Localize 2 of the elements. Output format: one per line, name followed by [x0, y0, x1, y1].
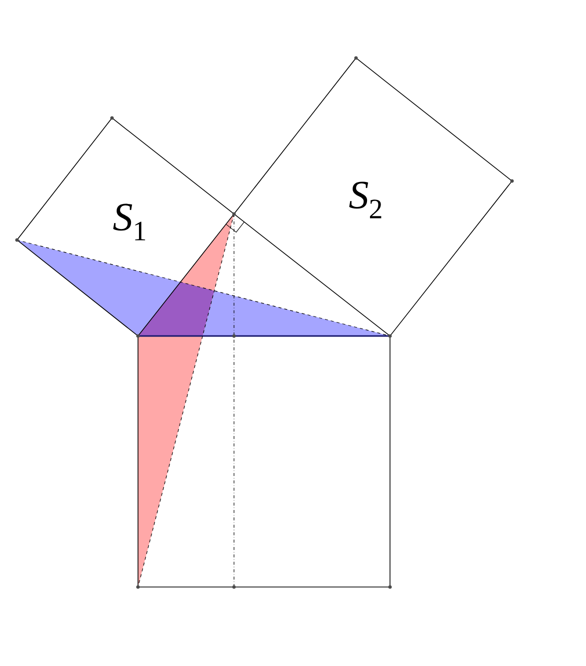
area-label: S$_{1}$ [113, 204, 146, 240]
area-label: S$_{2}$ [349, 182, 382, 218]
